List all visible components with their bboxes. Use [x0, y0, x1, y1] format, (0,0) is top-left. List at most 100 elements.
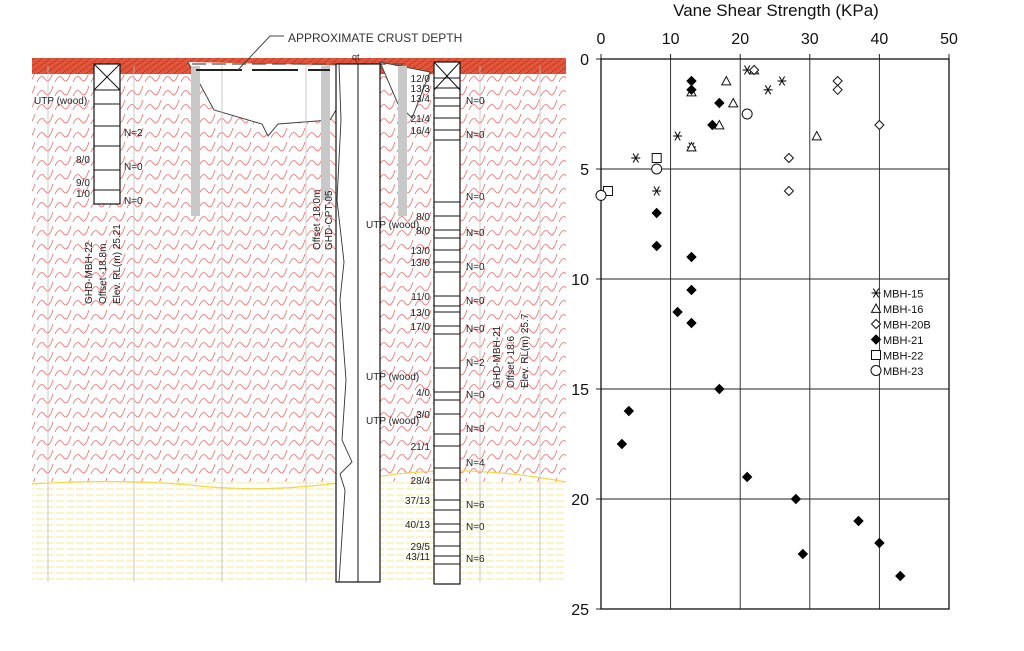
vane-label-right: 13/0 — [411, 308, 431, 319]
y-tick-label: 10 — [571, 272, 589, 289]
legend-marker-mbh-15 — [871, 288, 881, 298]
bh-left-offset: Offset -18.8m — [98, 244, 109, 304]
point-mbh-21 — [686, 284, 697, 296]
vane-label-right: 29/5 — [411, 542, 431, 553]
vane-label-right: 8/0 — [416, 212, 430, 223]
point-mbh-21 — [714, 383, 725, 395]
point-mbh-16 — [686, 141, 697, 152]
legend-marker-mbh-23 — [870, 365, 882, 376]
legend-marker-mbh-22 — [871, 350, 881, 360]
n-label-right: N=0 — [466, 228, 485, 239]
bh-right-offset: Offset -18.6 — [506, 335, 517, 388]
point-mbh-21 — [686, 75, 697, 87]
x-tick-label: 0 — [597, 31, 606, 48]
vane-label-right: 13/0 — [411, 246, 431, 257]
cpt-name: GHD-CPT-05 — [324, 190, 335, 250]
vane-label-right: 13/3 — [411, 84, 431, 95]
n-label-right: N=6 — [466, 500, 485, 511]
y-tick-label: 15 — [571, 382, 589, 399]
n-label-right: N=0 — [466, 130, 485, 141]
grey-column-2 — [321, 66, 330, 200]
vane-label-right: 12/0 — [411, 74, 431, 85]
vane-label-left-2: 9/0 — [76, 178, 90, 189]
plot-frame — [600, 58, 950, 610]
vane-label-right: 16/4 — [411, 126, 431, 137]
point-mbh-23 — [595, 189, 607, 201]
chart-title: Vane Shear Strength (KPa) — [673, 1, 879, 20]
vane-label-right: 21/1 — [411, 442, 431, 453]
vane-label-right: 13/4 — [411, 94, 431, 105]
cpt-qt-label: qt — [352, 52, 360, 62]
chart-gridlines — [596, 54, 950, 610]
point-mbh-15 — [763, 85, 773, 95]
utp-label-right: UTP (wood) — [366, 372, 419, 383]
x-tick-label: 20 — [731, 31, 749, 48]
crust-depth-label: APPROXIMATE CRUST DEPTH — [288, 31, 462, 45]
point-mbh-15 — [631, 153, 641, 163]
point-mbh-20b — [748, 64, 760, 76]
legend-marker-mbh-20b — [870, 318, 882, 330]
vane-label-right: 43/11 — [406, 552, 431, 563]
vane-label-right: 13/0 — [411, 258, 431, 269]
legend-marker-mbh-21 — [870, 334, 882, 345]
section-annotation-labels: 12/013/313/421/416/48/08/013/013/011/013… — [366, 74, 485, 565]
point-mbh-16 — [811, 130, 823, 141]
point-mbh-21 — [714, 97, 725, 109]
n-label-left-2: N=0 — [124, 162, 143, 173]
point-mbh-21 — [651, 207, 662, 219]
y-tick-label: 20 — [571, 492, 589, 509]
y-tick-label: 5 — [580, 162, 589, 179]
bh-left-name: GHD-MBH-22 — [84, 241, 95, 304]
vane-label-left-3: 1/0 — [76, 189, 90, 200]
n-label-right: N=0 — [466, 296, 485, 307]
vane-label-right: 28/4 — [411, 476, 431, 487]
point-mbh-21 — [874, 537, 885, 549]
n-label-right: N=2 — [466, 358, 485, 369]
legend-label: MBH-23 — [883, 366, 923, 378]
point-mbh-21 — [686, 251, 697, 263]
crust-leader — [237, 35, 284, 71]
point-mbh-20b — [783, 152, 795, 164]
sand-boundary — [31, 470, 567, 490]
x-tick-label: 10 — [662, 31, 680, 48]
legend-label: MBH-21 — [883, 335, 923, 347]
legend-label: MBH-16 — [883, 304, 923, 316]
point-mbh-23 — [741, 108, 753, 120]
geological-section: APPROXIMATE CRUST DEPTH UTP (wood) N=2 8… — [31, 31, 567, 585]
n-label-right: N=0 — [466, 324, 485, 335]
point-mbh-21 — [686, 317, 697, 329]
point-mbh-21 — [741, 471, 753, 483]
section-gridlines — [47, 66, 541, 582]
point-mbh-21 — [651, 240, 662, 252]
n-label-right: N=0 — [466, 192, 485, 203]
point-mbh-21 — [672, 306, 683, 318]
legend-label: MBH-22 — [883, 351, 923, 363]
legend-marker-mbh-16 — [870, 302, 882, 313]
point-mbh-21 — [623, 405, 635, 417]
crust-depression — [188, 62, 362, 136]
vane-label-left-1: 8/0 — [76, 155, 90, 166]
n-label-right: N=6 — [466, 554, 485, 565]
point-mbh-15 — [652, 186, 662, 196]
point-mbh-21 — [797, 548, 809, 560]
vane-label-right: 3/0 — [416, 410, 430, 421]
data-markers — [595, 64, 906, 582]
vane-label-right: 8/0 — [416, 226, 430, 237]
point-mbh-20b — [874, 119, 885, 131]
utp-label-left: UTP (wood) — [34, 96, 87, 107]
n-label-right: N=0 — [466, 262, 485, 273]
point-mbh-21 — [895, 570, 906, 582]
point-mbh-20b — [832, 84, 843, 96]
legend-label: MBH-15 — [883, 289, 923, 301]
grey-column-3 — [398, 66, 407, 216]
n-label-left-3: N=0 — [124, 196, 143, 207]
n-label-right: N=0 — [466, 522, 485, 533]
grey-column-1 — [191, 66, 200, 216]
point-mbh-21 — [686, 84, 697, 96]
point-mbh-21 — [790, 493, 802, 505]
vane-label-right: 4/0 — [416, 388, 430, 399]
